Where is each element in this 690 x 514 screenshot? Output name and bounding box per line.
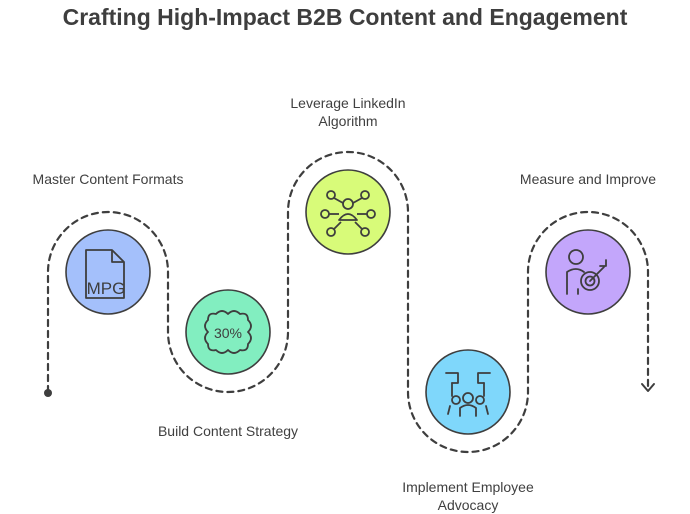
- step-label-line: Advocacy: [437, 497, 499, 513]
- step-label-measure-and-improve: Measure and Improve: [519, 171, 657, 187]
- percent-badge-icon: 30%: [204, 310, 252, 354]
- step-label-line: Implement Employee: [402, 479, 534, 495]
- person-target-icon: [566, 249, 607, 295]
- step-label-master-content-formats: Master Content Formats: [32, 171, 184, 187]
- step-label-line: Algorithm: [318, 113, 378, 129]
- step-circle-2: [185, 289, 271, 375]
- step-circle-3: [305, 169, 391, 255]
- network-user-icon: [320, 190, 376, 237]
- diagram-title: Crafting High-Impact B2B Content and Eng…: [62, 4, 628, 30]
- step-circle-1: [65, 229, 151, 315]
- group-cheer-icon: [445, 372, 491, 417]
- path-start-dot: [44, 389, 52, 397]
- path-end-arrow: [641, 383, 655, 392]
- step-label-build-content-strategy: Build Content Strategy: [157, 423, 299, 439]
- step-label-line: Leverage LinkedIn: [290, 95, 406, 111]
- step-circle-4: [425, 349, 511, 435]
- document-mpg-icon: MPG: [85, 249, 126, 299]
- document-mpg-text: MPG: [87, 279, 126, 298]
- percent-badge-text: 30%: [214, 325, 242, 341]
- step-label-leverage-linkedin-algorithm: Leverage LinkedIn Algorithm: [268, 94, 428, 130]
- dashed-path: [46, 150, 650, 454]
- step-label-implement-employee-advocacy: Implement Employee Advocacy: [378, 478, 558, 514]
